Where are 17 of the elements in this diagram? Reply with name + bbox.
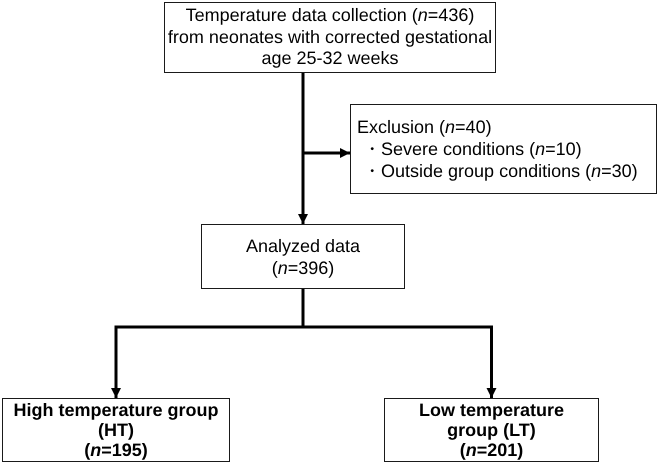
exclusion-heading: Exclusion (n=40) — [357, 116, 492, 138]
arrow — [302, 73, 350, 158]
group-box — [2, 398, 230, 462]
box-text: Temperature data collection (n=436) — [186, 5, 474, 27]
count-text: (n=195) — [84, 440, 148, 460]
group-name: High temperature group (HT) — [12, 400, 220, 440]
box-text: Analyzed data — [246, 234, 360, 256]
list-item: ・Outside group conditions (n=30) — [362, 160, 638, 182]
box-text: from neonates with corrected gestational age 25-32 weeks — [166, 26, 494, 70]
count-text: (n=201) — [460, 440, 524, 460]
process-box — [201, 224, 405, 289]
process-box — [164, 2, 496, 73]
group-name: Low temperature group (LT) — [418, 400, 566, 440]
count-text: (n=396) — [272, 256, 334, 278]
exclusion-box — [350, 104, 657, 194]
list-item: ・Severe conditions (n=10) — [362, 138, 582, 160]
group-box — [384, 398, 599, 462]
